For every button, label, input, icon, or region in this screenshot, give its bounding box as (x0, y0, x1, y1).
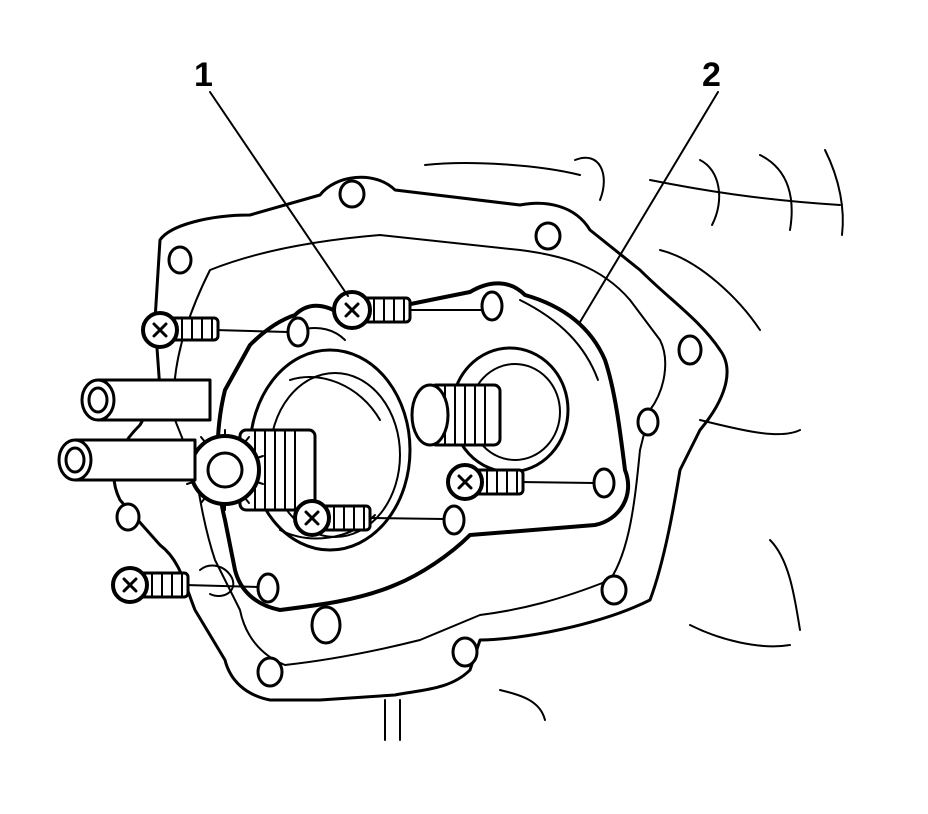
leader-2 (579, 91, 719, 323)
callout-leaders (209, 91, 719, 323)
housing-flange (112, 175, 729, 702)
flange-bolt-holes (115, 179, 703, 688)
counter-shaft-spline (410, 383, 502, 447)
bolt-upper-left (141, 311, 289, 349)
leader-1 (209, 91, 349, 297)
dowel-pipes (57, 378, 212, 482)
main-shaft-spline (186, 428, 317, 512)
bolt-upper-middle (332, 290, 483, 330)
callout-label-2: 2 (702, 56, 721, 94)
cover-bolts (111, 290, 595, 604)
bolt-lower-left (111, 566, 259, 604)
callout-label-1: 1 (194, 56, 213, 94)
background-housing-lines (384, 149, 844, 741)
bolt-lower-middle (293, 499, 445, 537)
bolt-right (446, 463, 595, 501)
retaining-clip (199, 564, 235, 597)
cover-bolt-holes (256, 290, 616, 604)
